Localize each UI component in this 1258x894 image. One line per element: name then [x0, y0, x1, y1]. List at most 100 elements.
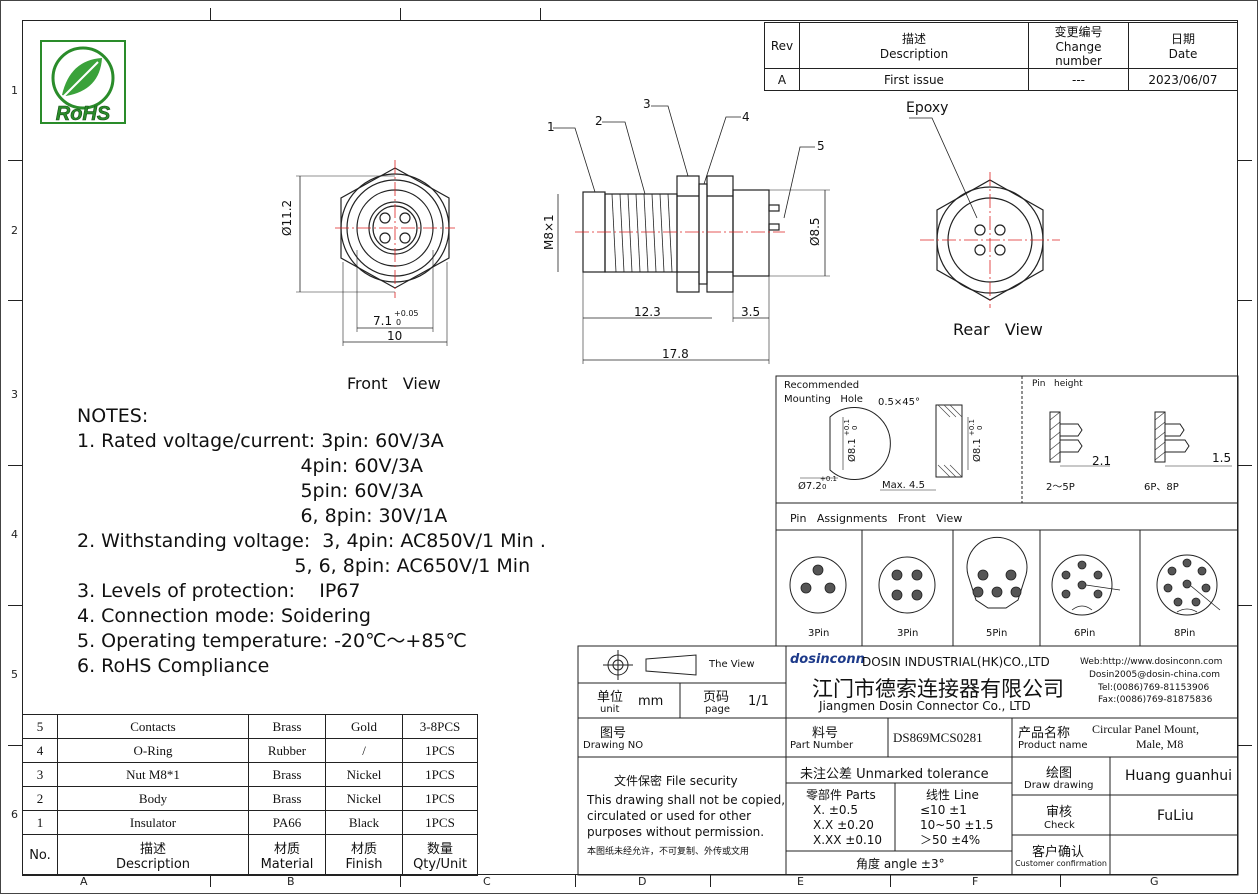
- dim-w71-zero: 0: [396, 318, 402, 327]
- bom-no: 2: [22, 786, 58, 811]
- product-name-cn: 产品名称: [1018, 726, 1071, 741]
- rev-change-cn: 变更编号: [1054, 25, 1103, 39]
- bom-mat: PA66: [248, 810, 326, 835]
- file-security-line: circulated or used for other: [587, 809, 752, 823]
- mount-title-2: Mounting Hole: [784, 394, 863, 405]
- bom-qty: 1PCS: [402, 810, 478, 835]
- zone-col-c: C: [483, 875, 491, 888]
- mount-tol0-b: 0: [976, 425, 984, 430]
- note-line: 5, 6, 8pin: AC650V/1 Min: [77, 555, 531, 577]
- tolerance-angle: 角度 angle ±3°: [856, 857, 945, 871]
- epoxy-label: Epoxy: [906, 100, 949, 116]
- rev-desc-cn: 描述: [901, 32, 926, 46]
- rev-header: Rev: [770, 38, 794, 53]
- callout-1: 1: [547, 120, 555, 134]
- bom-desc: Insulator: [57, 810, 249, 835]
- mount-chamfer: 0.5×45°: [878, 397, 921, 408]
- zone-col-f: F: [972, 875, 979, 888]
- bom-row: 4 O-Ring Rubber / 1PCS: [22, 738, 478, 763]
- bom-fin: Black: [325, 810, 403, 835]
- drawing-no-en: Drawing NO: [583, 740, 644, 751]
- company-name-en2: Jiangmen Dosin Connector Co., LTD: [819, 699, 1031, 713]
- file-security-title: 文件保密 File security: [614, 774, 738, 788]
- callout-5: 5: [817, 139, 825, 153]
- bom-header-no: No.: [22, 834, 58, 876]
- zone-row-3: 3: [11, 388, 18, 401]
- bom-fin: /: [325, 738, 403, 763]
- pin-height-68p: 6P、8P: [1144, 482, 1179, 493]
- bom-header-desc-en: Description: [115, 857, 191, 872]
- zone-row-4: 4: [11, 528, 18, 541]
- tolerance-parts-row: X.X ±0.20: [813, 818, 874, 832]
- check-en: Check: [1044, 820, 1075, 831]
- rev-date-cn: 日期: [1170, 32, 1195, 46]
- draw-en: Draw drawing: [1024, 780, 1094, 791]
- rev-change-en: Change number: [1055, 40, 1102, 68]
- bom-fin: Nickel: [325, 786, 403, 811]
- notes-block: NOTES: 1. Rated voltage/current: 3pin: 6…: [77, 404, 546, 679]
- zone-col-g: G: [1150, 875, 1159, 888]
- pin-label-3a: 3Pin: [808, 628, 830, 639]
- note-line: 2. Withstanding voltage: 3, 4pin: AC850V…: [77, 530, 546, 552]
- rev-desc: First issue: [799, 68, 1029, 91]
- bom-mat: Brass: [248, 762, 326, 787]
- bom-fin: Gold: [325, 714, 403, 739]
- mount-d81-a: Ø8.1: [847, 438, 858, 462]
- tolerance-parts-row: X. ±0.5: [813, 803, 858, 817]
- page-cn: 页码: [703, 690, 730, 705]
- company-name-en: DOSIN INDUSTRIAL(HK)CO.,LTD: [862, 655, 1050, 669]
- customer-confirm-cn: 客户确认: [1032, 845, 1085, 860]
- pin-height-25p: 2～5P: [1046, 482, 1075, 493]
- page-en: page: [705, 704, 730, 715]
- rev-change: ---: [1028, 68, 1129, 91]
- dim-d85: Ø8.5: [808, 217, 822, 246]
- mount-d72: Ø7.2: [798, 481, 822, 492]
- bom-row: 5 Contacts Brass Gold 3-8PCS: [22, 714, 478, 739]
- rohs-logo-text: RoHS: [56, 103, 111, 124]
- part-number-cn: 料号: [812, 726, 839, 741]
- tolerance-line-row: ＞50 ±4%: [920, 833, 981, 847]
- company-name-cn: 江门市德索连接器有限公司: [812, 677, 1064, 701]
- zone-row-5: 5: [11, 668, 18, 681]
- dim-l178: 17.8: [662, 347, 689, 361]
- file-security-line: This drawing shall not be copied,: [587, 793, 786, 807]
- mount-d72-tol: +0.1: [820, 475, 837, 483]
- dim-w10: 10: [387, 329, 403, 343]
- bom-header-desc-cn: 描述: [139, 842, 166, 857]
- dim-l123: 12.3: [634, 305, 661, 319]
- rev-desc-en: Description: [879, 47, 949, 61]
- dim-w71: 7.1: [373, 314, 393, 328]
- note-line: 5. Operating temperature: -20℃～+85℃: [77, 630, 467, 652]
- the-view-label: The View: [709, 659, 755, 670]
- zone-row-1: 1: [11, 84, 18, 97]
- rev-date-en: Date: [1168, 47, 1198, 61]
- tolerance-parts-row: X.XX ±0.10: [813, 833, 883, 847]
- tolerance-line-row: 10~50 ±1.5: [920, 818, 994, 832]
- zone-col-d: D: [638, 875, 647, 888]
- bom-header-mat-en: Material: [260, 857, 314, 872]
- bom-no: 1: [22, 810, 58, 835]
- bom-qty: 3-8PCS: [402, 714, 478, 739]
- note-line: 4. Connection mode: Soidering: [77, 605, 371, 627]
- check-value: FuLiu: [1157, 808, 1194, 824]
- pin-assign-title: Pin Assignments Front View: [790, 512, 963, 525]
- bom-header-qty-cn: 数量: [426, 842, 453, 857]
- page-value: 1/1: [748, 694, 769, 709]
- dim-m8: M8×1: [542, 214, 556, 250]
- bom-row: 1 Insulator PA66 Black 1PCS: [22, 810, 478, 835]
- zone-row-2: 2: [11, 224, 18, 237]
- bom-header-qty-en: Qty/Unit: [413, 857, 467, 872]
- bom-header-fin-cn: 材质: [350, 842, 377, 857]
- bom-no: 4: [22, 738, 58, 763]
- tolerance-line-row: ≤10 ±1: [920, 803, 967, 817]
- dim-l35: 3.5: [741, 305, 761, 319]
- note-line: 4pin: 60V/3A: [77, 455, 424, 477]
- bom-row: 3 Nut M8*1 Brass Nickel 1PCS: [22, 762, 478, 787]
- note-line: 6, 8pin: 30V/1A: [77, 505, 448, 527]
- bom-desc: O-Ring: [57, 738, 249, 763]
- callout-3: 3: [643, 97, 651, 111]
- bom-table: 5 Contacts Brass Gold 3-8PCS 4 O-Ring Ru…: [22, 714, 478, 876]
- note-line: 3. Levels of protection: IP67: [77, 580, 361, 602]
